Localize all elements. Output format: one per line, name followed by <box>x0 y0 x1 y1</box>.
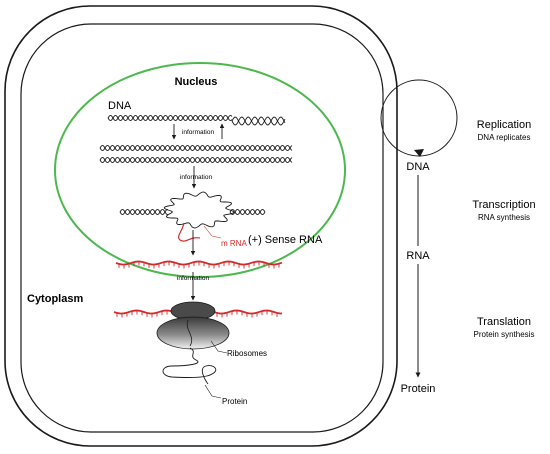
dna-helix-daughter-1 <box>99 145 293 151</box>
nucleus-membrane <box>54 62 346 278</box>
info-label-2: information <box>180 174 213 181</box>
replication-subtitle: DNA replicates <box>478 133 531 142</box>
protein-chain <box>162 347 217 385</box>
protein-label: Protein <box>222 397 247 406</box>
protein-pointer <box>204 384 222 399</box>
ribosome <box>156 301 230 350</box>
ribosomes-label: Ribosomes <box>227 349 267 358</box>
ribosomes-pointer <box>210 340 228 354</box>
replication-title: Replication <box>477 119 531 131</box>
replication-loop <box>380 79 458 157</box>
dna-helix-right <box>229 209 266 215</box>
mrna-strand-cytoplasm-right <box>213 309 283 318</box>
info-label-1: information <box>182 129 215 136</box>
flow-protein: Protein <box>401 383 436 395</box>
info-label-3: information <box>177 275 210 282</box>
dna-helix-left <box>119 209 168 215</box>
transcription-bubble <box>163 191 235 229</box>
replication-loop-arrow <box>414 149 424 157</box>
dna-helix-parent <box>107 115 233 121</box>
nucleus-label: Nucleus <box>175 76 218 88</box>
translation-subtitle: Protein synthesis <box>474 330 535 339</box>
transcription-subtitle: RNA synthesis <box>478 213 530 222</box>
mrna-label: m RNA <box>221 239 247 248</box>
translation-title: Translation <box>477 316 531 328</box>
mrna-strand-nucleus <box>115 260 283 269</box>
mrna-strand-cytoplasm-left <box>113 309 173 318</box>
mrna-pointer <box>203 225 222 239</box>
sense-rna-label: (+) Sense RNA <box>248 234 323 246</box>
cell-wall <box>4 5 398 447</box>
flow-rna: RNA <box>406 250 430 262</box>
dna-helix-unwinding <box>231 116 286 126</box>
dna-label: DNA <box>108 100 132 112</box>
cytoplasm-label: Cytoplasm <box>27 293 83 305</box>
dna-helices <box>99 115 293 215</box>
nascent-rna <box>178 222 201 242</box>
mrna-strands <box>113 260 283 318</box>
dna-helix-daughter-2 <box>99 157 293 163</box>
flow-dna: DNA <box>406 161 430 173</box>
transcription-title: Transcription <box>472 199 535 211</box>
